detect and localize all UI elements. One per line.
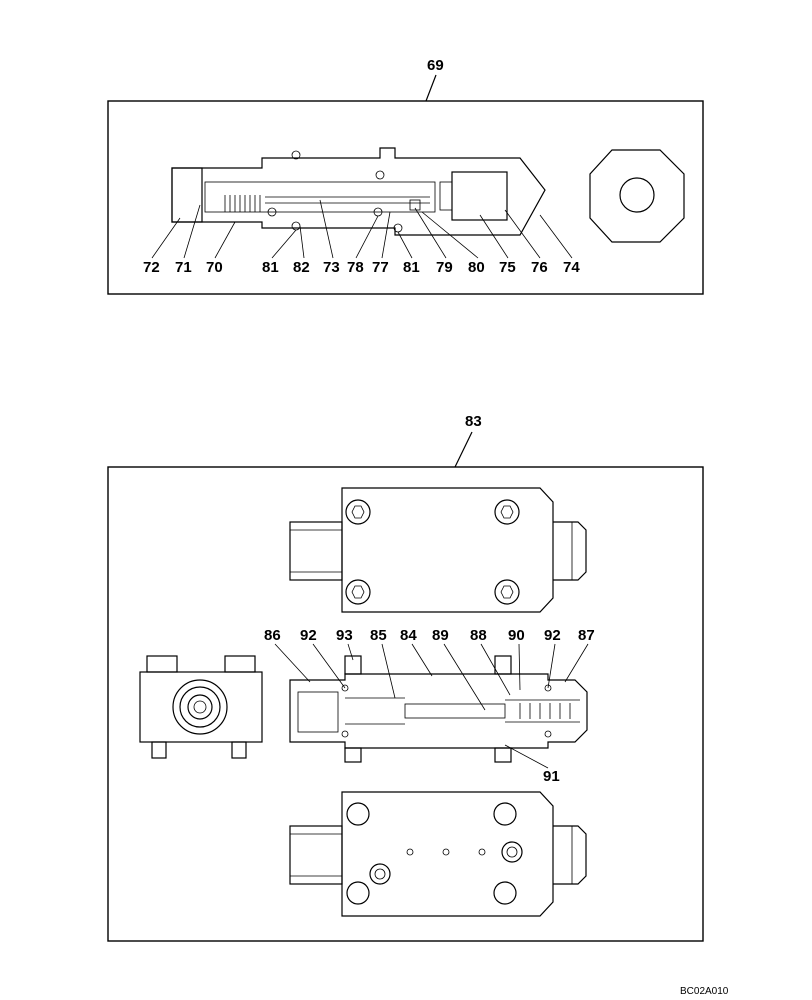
callout: 92	[300, 627, 317, 644]
valve-block-end-view	[139, 655, 263, 759]
callout: 81	[403, 259, 420, 276]
leader-69	[425, 74, 437, 102]
valve-block-section-view	[289, 655, 588, 763]
callout: 85	[370, 627, 387, 644]
assembly-83-frame	[107, 466, 704, 942]
callout: 74	[563, 259, 580, 276]
assembly-label-69: 69	[427, 57, 444, 74]
hex-nut-end-view	[589, 149, 685, 243]
spring	[224, 195, 261, 212]
callout: 93	[336, 627, 353, 644]
callout: 73	[323, 259, 340, 276]
callout: 82	[293, 259, 310, 276]
drawing-reference: BC02A010	[680, 986, 729, 997]
callout: 72	[143, 259, 160, 276]
callout: 88	[470, 627, 487, 644]
callouts-83: 86 92 93 85 84 89 88 90 92 87 91	[264, 627, 595, 785]
callout: 84	[400, 627, 417, 644]
callout: 81	[262, 259, 279, 276]
callout: 79	[436, 259, 453, 276]
callout: 86	[264, 627, 281, 644]
callout: 71	[175, 259, 192, 276]
assembly-label-83: 83	[465, 413, 482, 430]
callout: 90	[508, 627, 525, 644]
valve-cartridge-section	[171, 147, 546, 236]
valve-block-top-view	[289, 487, 587, 613]
callout: 89	[432, 627, 449, 644]
callout: 70	[206, 259, 223, 276]
valve-block-bottom-view	[289, 791, 587, 917]
callout: 91	[543, 768, 560, 785]
callout: 77	[372, 259, 389, 276]
leaders-83	[274, 643, 589, 769]
callout: 80	[468, 259, 485, 276]
leader-83	[454, 431, 473, 468]
callout: 92	[544, 627, 561, 644]
callout: 87	[578, 627, 595, 644]
leaders-69	[151, 199, 573, 259]
callout: 78	[347, 259, 364, 276]
callout: 76	[531, 259, 548, 276]
assembly-69-frame	[107, 100, 704, 295]
callout: 75	[499, 259, 516, 276]
callouts-69: 72 71 70 81 82 73 78 77 81 79 80 75 76 7…	[143, 259, 580, 276]
